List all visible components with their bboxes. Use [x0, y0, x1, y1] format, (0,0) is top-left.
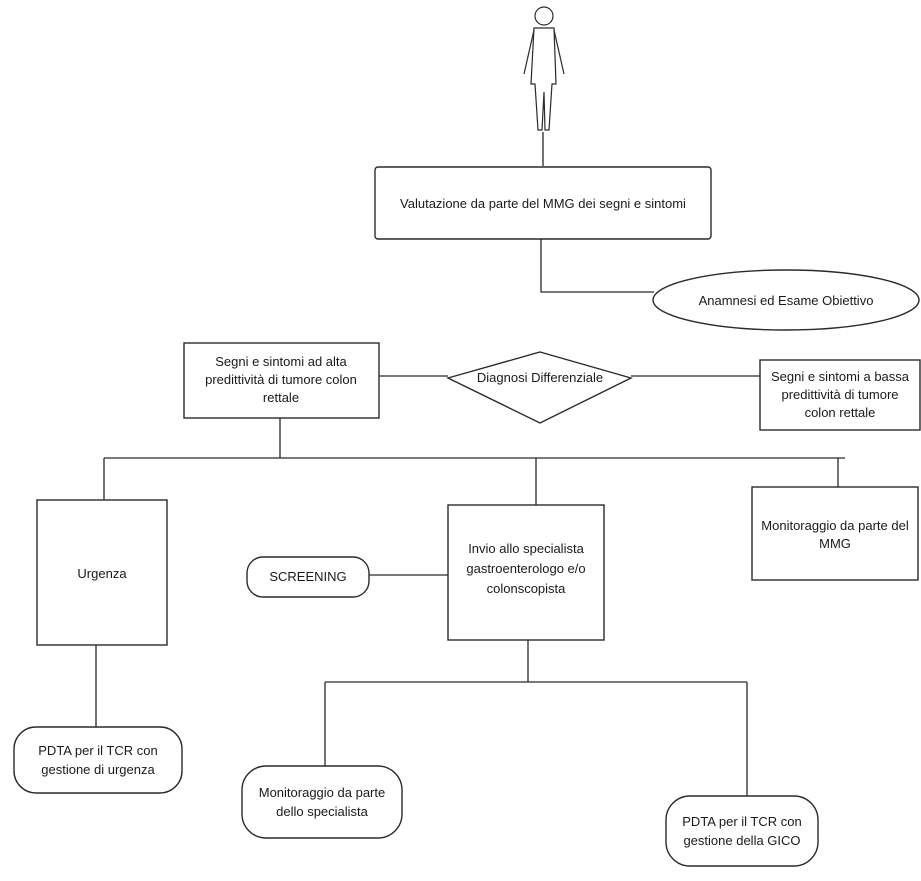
valutazione-box: Valutazione da parte del MMG dei segni e… [374, 166, 712, 240]
person-figure-icon [523, 6, 565, 131]
invio-line-1: Invio allo specialista [468, 541, 584, 556]
connectors [95, 132, 845, 796]
pdta-gico-box: PDTA per il TCR con gestione della GICO [665, 795, 819, 867]
screening-label: SCREENING [269, 569, 346, 584]
monitoraggio-specialista-line-2: dello specialista [276, 804, 369, 819]
segni-bassa-box: Segni e sintomi a bassa predittività di … [759, 359, 921, 431]
monitoraggio-mmg-box: Monitoraggio da parte del MMG [751, 486, 919, 581]
monitoraggio-specialista-line-1: Monitoraggio da parte [259, 785, 385, 800]
diagnosi-label: Diagnosi Differenziale [477, 370, 603, 385]
monitoraggio-mmg-line-2: MMG [819, 536, 851, 551]
diagnosi-diamond: Diagnosi Differenziale [446, 351, 633, 424]
pdta-urgenza-line-2: gestione di urgenza [41, 762, 155, 777]
edge-valutazione-anamnesi [540, 239, 654, 293]
segni-bassa-line-1: Segni e sintomi a bassa [771, 369, 910, 384]
pdta-gico-line-2: gestione della GICO [683, 833, 800, 848]
valutazione-label: Valutazione da parte del MMG dei segni e… [400, 196, 686, 211]
urgenza-box: Urgenza [36, 499, 168, 646]
monitoraggio-mmg-line-1: Monitoraggio da parte del [761, 518, 909, 533]
segni-alta-box: Segni e sintomi ad alta predittività di … [183, 342, 380, 419]
urgenza-label: Urgenza [77, 566, 127, 581]
pdta-urgenza-line-1: PDTA per il TCR con [38, 743, 157, 758]
invio-line-2: gastroenterologo e/o [466, 561, 585, 576]
monitoraggio-specialista-box: Monitoraggio da parte dello specialista [241, 765, 403, 839]
segni-alta-line-1: Segni e sintomi ad alta [215, 354, 347, 369]
segni-alta-line-3: rettale [263, 390, 299, 405]
pdta-urgenza-box: PDTA per il TCR con gestione di urgenza [13, 726, 183, 794]
invio-line-3: colonscopista [487, 581, 567, 596]
anamnesi-ellipse: Anamnesi ed Esame Obiettivo [652, 269, 920, 331]
pdta-gico-line-1: PDTA per il TCR con [682, 814, 801, 829]
segni-bassa-line-3: colon rettale [805, 405, 876, 420]
screening-box: SCREENING [246, 556, 370, 598]
invio-box: Invio allo specialista gastroenterologo … [447, 504, 605, 641]
segni-alta-line-2: predittività di tumore colon [205, 372, 357, 387]
segni-bassa-line-2: predittività di tumore [781, 387, 898, 402]
anamnesi-label: Anamnesi ed Esame Obiettivo [699, 293, 874, 308]
